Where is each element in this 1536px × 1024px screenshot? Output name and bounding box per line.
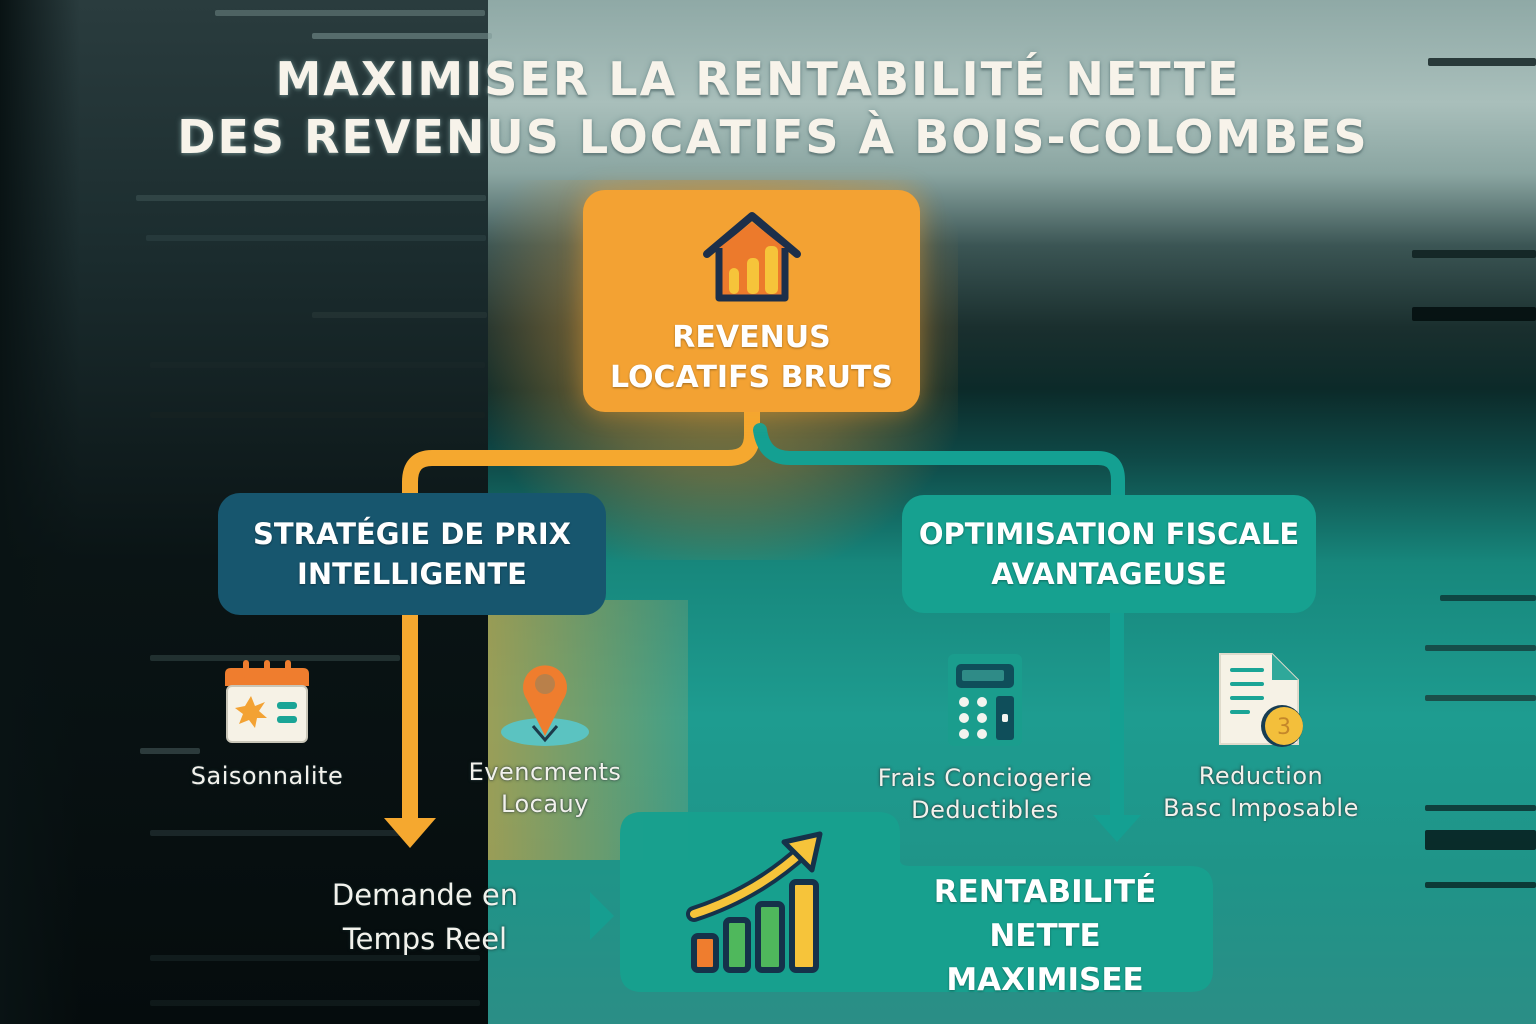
background-streak [150, 1000, 480, 1006]
calculator-icon [948, 654, 1022, 746]
growth-chart-icon [686, 831, 823, 973]
node-label-line-2: AVANTAGEUSE [991, 557, 1227, 591]
background-streak [1425, 805, 1536, 811]
document-coin-icon: 3 [1219, 653, 1303, 747]
node-optimisation-fiscale: OPTIMISATION FISCALE AVANTAGEUSE [902, 495, 1316, 613]
node-label-line-1: OPTIMISATION FISCALE [918, 517, 1300, 551]
title-line-1: MAXIMISER LA RENTABILITÉ NETTE [275, 52, 1241, 106]
background-streak [1412, 307, 1536, 321]
calendar-sun-icon [225, 660, 309, 743]
background-streak [150, 412, 485, 418]
background-streak [1428, 58, 1536, 66]
background-streak [1425, 830, 1536, 850]
title-line-2: DES REVENUS LOCATIFS À BOIS-COLOMBES [177, 110, 1369, 164]
background-streak [150, 955, 480, 961]
map-pin-icon [501, 665, 589, 746]
node-label-line-1: REVENUS [672, 320, 831, 355]
background-streak [150, 830, 400, 836]
factor-evenements-locaux: Evencments Locauy [445, 654, 645, 820]
output-label-line-1: Demande en [331, 878, 519, 912]
factor-label-line-2: Locauy [501, 790, 589, 818]
background-streak [1440, 595, 1536, 601]
background-streak [136, 195, 486, 201]
background-streak [312, 312, 487, 318]
factor-label: Saisonnalite [190, 762, 344, 790]
pricing-output-demande-temps-reel: Demande en Temps Reel [300, 873, 550, 961]
svg-text:3: 3 [1277, 715, 1291, 740]
background-streak [1425, 882, 1536, 888]
factor-label-line-1: Reduction [1198, 762, 1324, 790]
background-streak [1425, 695, 1536, 701]
factor-frais-conciergerie: Frais Conciogerie Deductibles [860, 652, 1110, 826]
factor-reduction-base-imposable: 3 Reduction Basc Imposable [1150, 650, 1372, 824]
house-chart-icon [702, 212, 801, 302]
factor-label-line-1: Frais Conciogerie [877, 764, 1093, 792]
node-label-line-1: STRATÉGIE DE PRIX [253, 517, 571, 551]
factor-label-line-2: Basc Imposable [1163, 794, 1359, 822]
page-title: MAXIMISER LA RENTABILITÉ NETTE DES REVEN… [0, 50, 1536, 166]
background-streak [1425, 645, 1536, 651]
background-streak [140, 748, 200, 754]
background-streak [312, 33, 492, 39]
background-streak [215, 10, 485, 16]
node-rentabilite-nette-maximisee: RENTABILITÉ NETTE MAXIMISEE [620, 812, 1213, 998]
background-streak [150, 655, 400, 661]
background-streak [150, 362, 485, 368]
background-streak [146, 235, 486, 241]
factor-saisonnalite: Saisonnalite [172, 656, 362, 792]
node-label-line-2: NETTE MAXIMISEE [946, 918, 1144, 998]
node-label-line-1: RENTABILITÉ [933, 874, 1157, 910]
background-streak [1412, 250, 1536, 258]
factor-label-line-2: Deductibles [911, 796, 1059, 824]
node-label-line-2: INTELLIGENTE [297, 557, 527, 591]
node-label-line-2: LOCATIFS BRUTS [609, 360, 894, 395]
node-strategie-de-prix: STRATÉGIE DE PRIX INTELLIGENTE [218, 493, 606, 615]
node-revenus-locatifs-bruts: REVENUS LOCATIFS BRUTS [583, 190, 920, 412]
output-label-line-2: Temps Reel [342, 922, 508, 956]
factor-label-line-1: Evencments [468, 758, 622, 786]
